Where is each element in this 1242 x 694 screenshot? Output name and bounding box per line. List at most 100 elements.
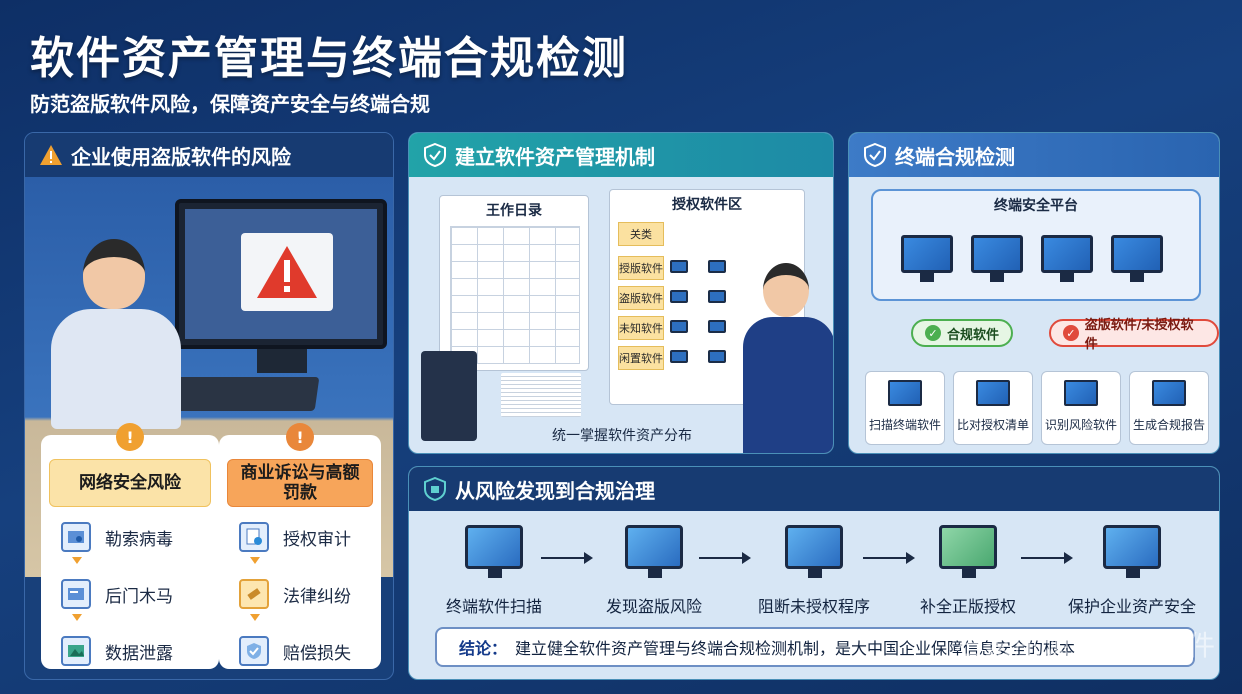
- down-arrow-icon: [250, 557, 260, 564]
- manager-figure: [743, 317, 833, 453]
- conclusion-label: 结论：: [459, 639, 508, 658]
- trojan-icon: [61, 579, 91, 609]
- employee-figure: [51, 309, 181, 429]
- office-illustration: [25, 177, 393, 577]
- governance-panel: 从风险发现到合规治理 终端软件扫描 发现盗版风险 阻断未授权程序 补全正版授权 …: [408, 466, 1220, 680]
- licensed-area-title: 授权软件区: [672, 197, 742, 213]
- terminal-monitor-icon: [971, 235, 1023, 282]
- compliance-panel: 终端合规检测 终端安全平台 ✓ 合规软件 ✓ 盗版软件/未授权软件 扫描终端软件…: [848, 132, 1220, 454]
- risk-item-compensation: 赔偿损失: [239, 633, 381, 669]
- flow-step-block: 阻断未授权程序: [739, 525, 889, 617]
- risk-item-label: 授权审计: [283, 529, 351, 550]
- computer-monitor: [175, 199, 387, 349]
- scan-monitor-icon: [465, 525, 523, 578]
- step-report: 生成合规报告: [1129, 371, 1209, 445]
- risk-item-label: 赔偿损失: [283, 643, 351, 664]
- governance-flow: 终端软件扫描 发现盗版风险 阻断未授权程序 补全正版授权 保护企业资产安全: [409, 517, 1219, 623]
- protect-shield-monitor-icon: [1103, 525, 1161, 578]
- risk-item-audit: 授权审计: [239, 519, 381, 555]
- compliance-panel-header: 终端合规检测: [849, 133, 1219, 177]
- terminal-monitor-icon: [901, 235, 953, 282]
- audit-document-icon: [239, 522, 269, 552]
- compliance-panel-title: 终端合规检测: [895, 144, 1015, 169]
- page-title: 软件资产管理与终端合规检测: [30, 33, 628, 84]
- risk-item-label: 后门木马: [105, 586, 173, 607]
- identify-monitor-icon: [1064, 380, 1098, 406]
- compliant-software-tag: ✓ 合规软件: [911, 319, 1014, 347]
- network-risk-card: ! 网络安全风险 勒索病毒 后门木马 数据泄露: [41, 423, 219, 669]
- category-unknown: 未知软件: [618, 316, 664, 340]
- governance-panel-header: 从风险发现到合规治理: [409, 467, 1219, 511]
- block-program-icon: [785, 525, 843, 578]
- risk-item-label: 法律纠纷: [283, 586, 351, 607]
- monitor-icon: [670, 260, 688, 273]
- data-leak-icon: [61, 636, 91, 666]
- risk-panel-title: 企业使用盗版软件的风险: [71, 144, 291, 169]
- down-arrow-icon: [250, 614, 260, 621]
- terminal-monitor-icon: [1041, 235, 1093, 282]
- step-label: 比对授权清单: [956, 418, 1029, 432]
- risk-panel-header: 企业使用盗版软件的风险: [25, 133, 393, 177]
- gavel-icon: [239, 579, 269, 609]
- step-scan: 扫描终端软件: [865, 371, 945, 445]
- category-licensed: 授版软件: [618, 256, 664, 280]
- report-icon: [1152, 380, 1186, 406]
- asset-panel-header: 建立软件资产管理机制: [409, 133, 833, 177]
- monitor-icon: [670, 350, 688, 363]
- step-identify: 识别风险软件: [1041, 371, 1121, 445]
- conclusion-banner: 结论： 建立健全软件资产管理与终端合规检测机制，是大中国企业保障信息安全的根本: [435, 627, 1195, 667]
- security-platform: 终端安全平台: [871, 189, 1201, 301]
- ransomware-icon: [61, 522, 91, 552]
- governance-panel-title: 从风险发现到合规治理: [455, 478, 655, 503]
- category-header: 关类: [618, 222, 664, 246]
- step-label: 扫描终端软件: [868, 418, 941, 432]
- flow-arrow-icon: [863, 552, 915, 564]
- monitor-icon: [708, 260, 726, 273]
- monitor-icon: [708, 320, 726, 333]
- flow-arrow-icon: [1021, 552, 1073, 564]
- noncompliant-label: 盗版软件/未授权软件: [1084, 318, 1194, 352]
- flow-step-label: 发现盗版风险: [605, 597, 702, 616]
- step-compare: 比对授权清单: [953, 371, 1033, 445]
- server-tower: [421, 351, 477, 441]
- terminal-monitor-icon: [1111, 235, 1163, 282]
- monitor-icon: [708, 350, 726, 363]
- manager-avatar: [763, 263, 809, 317]
- legal-risk-title: 商业诉讼与高额罚款: [227, 459, 373, 507]
- alert-icon: [257, 246, 317, 298]
- warning-triangle-icon: [39, 143, 63, 167]
- monitor-icon: [670, 290, 688, 303]
- monitor-screen: [185, 209, 377, 339]
- check-circle-icon: ✓: [925, 325, 941, 341]
- flow-step-label: 阻断未授权程序: [757, 597, 870, 616]
- flow-step-scan: 终端软件扫描: [419, 525, 569, 617]
- down-arrow-icon: [72, 614, 82, 621]
- conclusion-text: 建立健全软件资产管理与终端合规检测机制，是大中国企业保障信息安全的根本: [515, 639, 1076, 658]
- alert-dialog: [241, 233, 333, 311]
- watermark-text: 石家庄源家文服软件: [954, 629, 1216, 662]
- platform-title: 终端安全平台: [994, 198, 1078, 214]
- down-arrow-icon: [72, 557, 82, 564]
- exclamation-icon: !: [116, 423, 144, 451]
- risk-item-label: 勒索病毒: [105, 529, 173, 550]
- keyboard: [168, 377, 320, 411]
- flow-step-license: 补全正版授权: [893, 525, 1043, 617]
- asset-panel-title: 建立软件资产管理机制: [455, 144, 655, 169]
- inventory-title: 王作日录: [486, 203, 542, 219]
- shield-check-icon: [239, 636, 269, 666]
- risk-item-label: 数据泄露: [105, 643, 173, 664]
- page-subtitle: 防范盗版软件风险，保障资产安全与终端合规: [30, 92, 430, 116]
- inventory-document: 王作日录: [439, 195, 589, 371]
- network-risk-title: 网络安全风险: [49, 459, 211, 507]
- asset-caption: 统一掌握软件资产分布: [552, 428, 692, 444]
- paper-stack: [501, 373, 581, 417]
- legal-risk-card: ! 商业诉讼与高额罚款 授权审计 法律纠纷 赔偿损失: [219, 423, 381, 669]
- flow-step-detect: 发现盗版风险: [579, 525, 729, 617]
- shield-check-icon: [863, 143, 887, 167]
- flow-arrow-icon: [541, 552, 593, 564]
- monitor-stand: [257, 349, 307, 373]
- warning-badge-icon: !: [286, 423, 314, 451]
- step-label: 生成合规报告: [1132, 418, 1205, 432]
- risk-item-ransomware: 勒索病毒: [61, 519, 219, 555]
- flow-step-label: 保护企业资产安全: [1067, 597, 1196, 616]
